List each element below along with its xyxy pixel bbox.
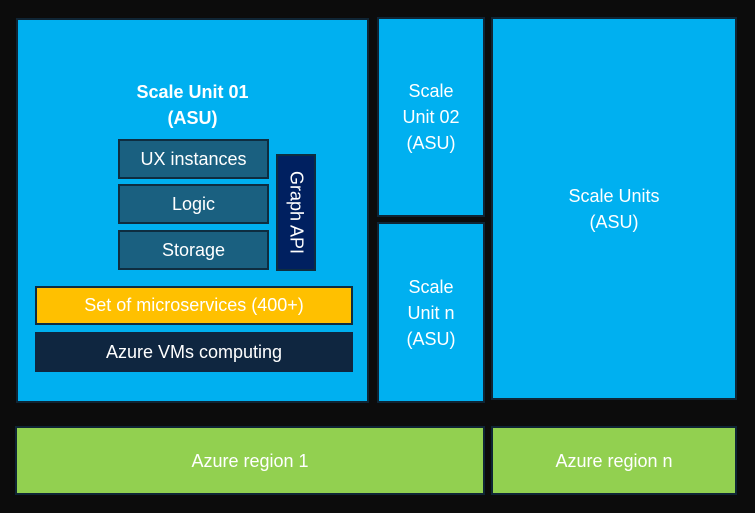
ux-instances-label: UX instances	[140, 148, 247, 169]
sun-line-1: Scale	[408, 276, 454, 297]
graph-api-label: Graph API	[286, 170, 307, 255]
azure-region-n-label: Azure region n	[555, 450, 673, 471]
azure-region-1-label: Azure region 1	[191, 450, 309, 471]
azure-region-n: Azure region n	[491, 426, 737, 495]
sus-line-2: (ASU)	[589, 211, 639, 232]
storage-label: Storage	[161, 239, 226, 260]
logic-label: Logic	[171, 193, 216, 214]
sun-line-3: (ASU)	[406, 328, 456, 349]
ux-instances-box: UX instances	[118, 139, 269, 179]
azure-vms-box: Azure VMs computing	[35, 332, 353, 372]
title-line-2: (ASU)	[167, 108, 218, 128]
scale-unit-01-title: Scale Unit 01 (ASU)	[18, 79, 367, 131]
microservices-box: Set of microservices (400+)	[35, 286, 353, 325]
scale-units: Scale Units (ASU)	[491, 17, 737, 400]
su02-line-2: Unit 02	[402, 107, 460, 127]
azure-vms-label: Azure VMs computing	[105, 341, 283, 362]
sus-line-1: Scale Units	[568, 185, 660, 206]
microservices-label: Set of microservices (400+)	[84, 295, 304, 315]
title-line-1: Scale Unit 01	[136, 82, 249, 102]
su02-line-1: Scale	[408, 81, 454, 101]
graph-api-box: Graph API	[276, 154, 316, 271]
sun-line-2: Unit n	[407, 302, 455, 323]
scale-unit-n: Scale Unit n (ASU)	[377, 222, 485, 403]
logic-box: Logic	[118, 184, 269, 224]
scale-unit-02: Scale Unit 02 (ASU)	[377, 17, 485, 217]
azure-region-1: Azure region 1	[15, 426, 485, 495]
storage-box: Storage	[118, 230, 269, 270]
scale-unit-01: Scale Unit 01 (ASU) UX instances Logic S…	[16, 18, 369, 403]
su02-line-3: (ASU)	[406, 133, 456, 153]
